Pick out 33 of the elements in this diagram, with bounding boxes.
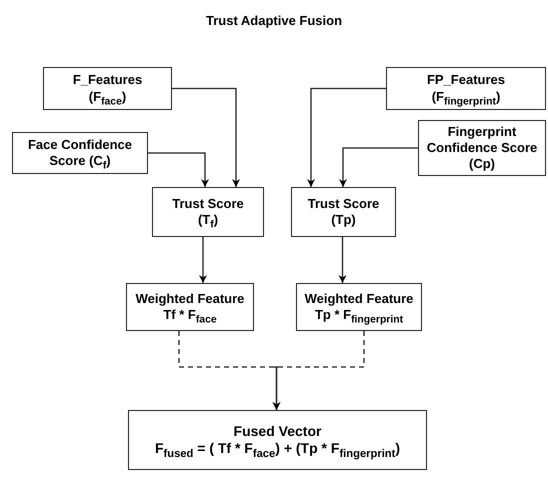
- arrow: [339, 147, 418, 187]
- arrow: [307, 88, 386, 187]
- node-text: (F$_{fingerprint}$): [432, 88, 500, 105]
- node-text: Weighted Feature: [304, 290, 414, 307]
- node-text: (Tp): [331, 212, 356, 228]
- arrow: [338, 237, 346, 283]
- node-text: F$_{fused}$ = ( Tf * F$_{face}$) + (Tp * F$_{fingerprint}$): [154, 440, 400, 458]
- process-box: [386, 67, 546, 110]
- arrow: [199, 237, 207, 283]
- node-text: (T$_{f}$): [198, 212, 218, 228]
- arrow: [272, 331, 365, 410]
- node-text: Tf * F$_{face}$: [163, 307, 217, 324]
- node-text: Tp * F$_{fingerprint}$: [314, 307, 404, 324]
- process-box: [128, 410, 427, 470]
- process-box: [296, 283, 422, 331]
- node-text: Fused Vector: [234, 422, 322, 440]
- arrow: [148, 152, 209, 187]
- process-box: [418, 120, 546, 176]
- node-text: F_Features: [72, 72, 142, 88]
- node-text: Trust Score: [308, 196, 380, 212]
- process-box: [43, 67, 172, 110]
- process-box: [291, 187, 396, 237]
- node-text: Weighted Feature: [136, 290, 244, 307]
- node-text: (F$_{face}$): [88, 88, 126, 105]
- process-box: [12, 132, 148, 174]
- process-box: [152, 187, 264, 237]
- node-text: Fingerprint Confidence Score (Cp): [426, 124, 538, 172]
- node-text: Trust Score: [172, 196, 244, 212]
- node-text: Face Confidence Score (C$_{f}$): [26, 136, 134, 170]
- arrow: [172, 88, 240, 187]
- node-text: FP_Features: [426, 72, 506, 88]
- process-box: [126, 283, 254, 331]
- diagram-title: Trust Adaptive Fusion: [204, 13, 344, 28]
